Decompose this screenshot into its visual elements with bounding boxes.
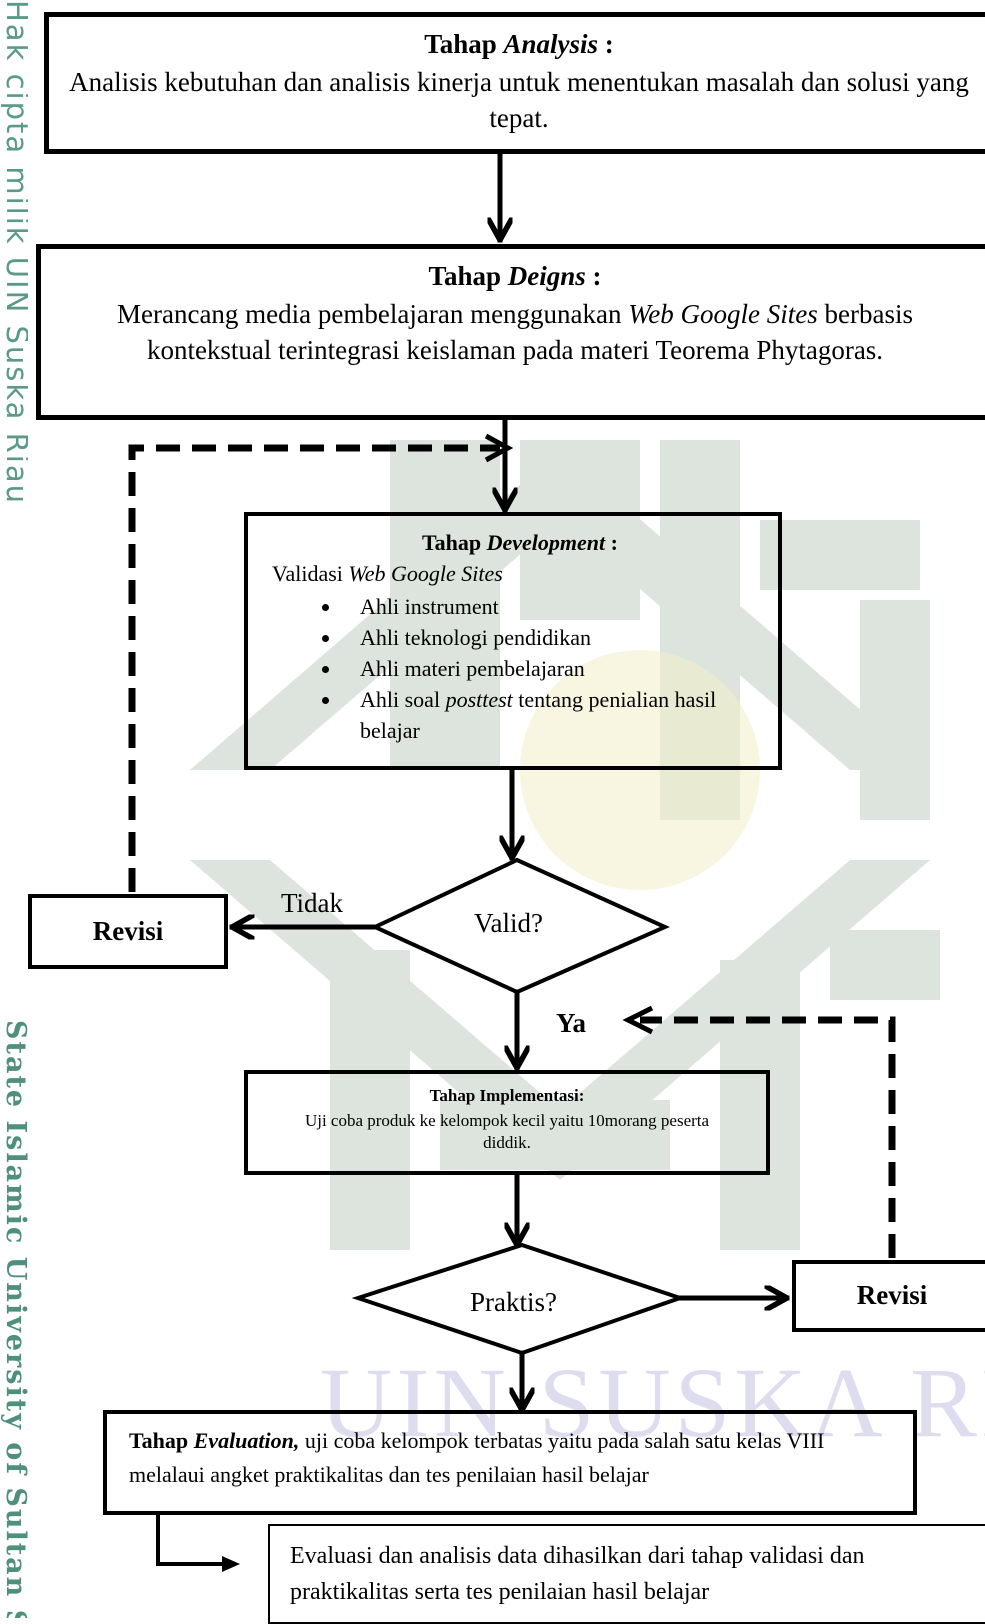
design-box: Tahap Deigns : Merancang media pembelaja… bbox=[36, 244, 985, 420]
watermark-side-bottom: State Islamic University of Sultan S bbox=[0, 1020, 28, 1618]
revisi-left-box: Revisi bbox=[28, 894, 228, 969]
development-validation: Validasi Web Google Sites bbox=[272, 561, 503, 586]
final-body: Evaluasi dan analisis data dihasilkan da… bbox=[290, 1543, 865, 1605]
evaluation-body: Tahap Evaluation, uji coba kelompok terb… bbox=[129, 1428, 825, 1487]
development-title: Tahap Development : bbox=[422, 530, 618, 555]
list-item: Ahli soal posttest tentang penialian has… bbox=[342, 684, 768, 746]
design-title: Tahap Deigns : bbox=[428, 261, 602, 291]
development-list: Ahli instrument Ahli teknologi pendidika… bbox=[248, 591, 768, 746]
watermark-side-top: Hak cipta milik UIN Suska Riau bbox=[0, 0, 28, 506]
decision-no-label: Tidak bbox=[281, 888, 344, 918]
final-box: Evaluasi dan analisis data dihasilkan da… bbox=[268, 1524, 985, 1624]
design-body: Merancang media pembelajaran menggunakan… bbox=[117, 299, 913, 365]
decision-yes-label: Ya bbox=[556, 1008, 587, 1038]
analysis-body: Analisis kebutuhan dan analisis kinerja … bbox=[69, 67, 969, 133]
revisi-left-label: Revisi bbox=[92, 916, 164, 946]
revisi-right-box: Revisi bbox=[792, 1260, 985, 1332]
dashed-loop-arrowhead-left bbox=[484, 433, 514, 463]
decision-valid-shape bbox=[370, 857, 670, 995]
list-item: Ahli teknologi pendidikan bbox=[342, 622, 768, 653]
revisi-right-label: Revisi bbox=[856, 1280, 928, 1310]
watermark-side: Hak cipta milik UIN Suska Riau State Isl… bbox=[0, 0, 28, 1618]
evaluation-box: Tahap Evaluation, uji coba kelompok terb… bbox=[103, 1410, 917, 1515]
decision-praktis-shape bbox=[351, 1242, 687, 1356]
analysis-box: Tahap Analysis : Analisis kebutuhan dan … bbox=[44, 12, 985, 154]
implementation-box: Tahap Implementasi: Uji coba produk ke k… bbox=[244, 1070, 770, 1175]
development-box: Tahap Development : Validasi Web Google … bbox=[244, 512, 782, 770]
implementation-body: Uji coba produk ke kelompok kecil yaitu … bbox=[304, 1111, 710, 1152]
implementation-title: Tahap Implementasi: bbox=[429, 1086, 585, 1105]
decision-praktis-label: Praktis? bbox=[470, 1287, 557, 1317]
analysis-title: Tahap Analysis : bbox=[424, 29, 614, 59]
arrow-evaluation-final bbox=[156, 1513, 232, 1566]
decision-valid-label: Valid? bbox=[474, 908, 543, 938]
dashed-loop-revisi-implementation bbox=[640, 1016, 896, 1258]
list-item: Ahli instrument bbox=[342, 591, 768, 622]
list-item: Ahli materi pembelajaran bbox=[342, 653, 768, 684]
dashed-loop-revisi-design bbox=[128, 444, 500, 892]
watermark-bottom-text: UIN SUSKA RIA bbox=[320, 1347, 985, 1458]
dashed-loop-arrowhead-right bbox=[622, 1005, 654, 1035]
